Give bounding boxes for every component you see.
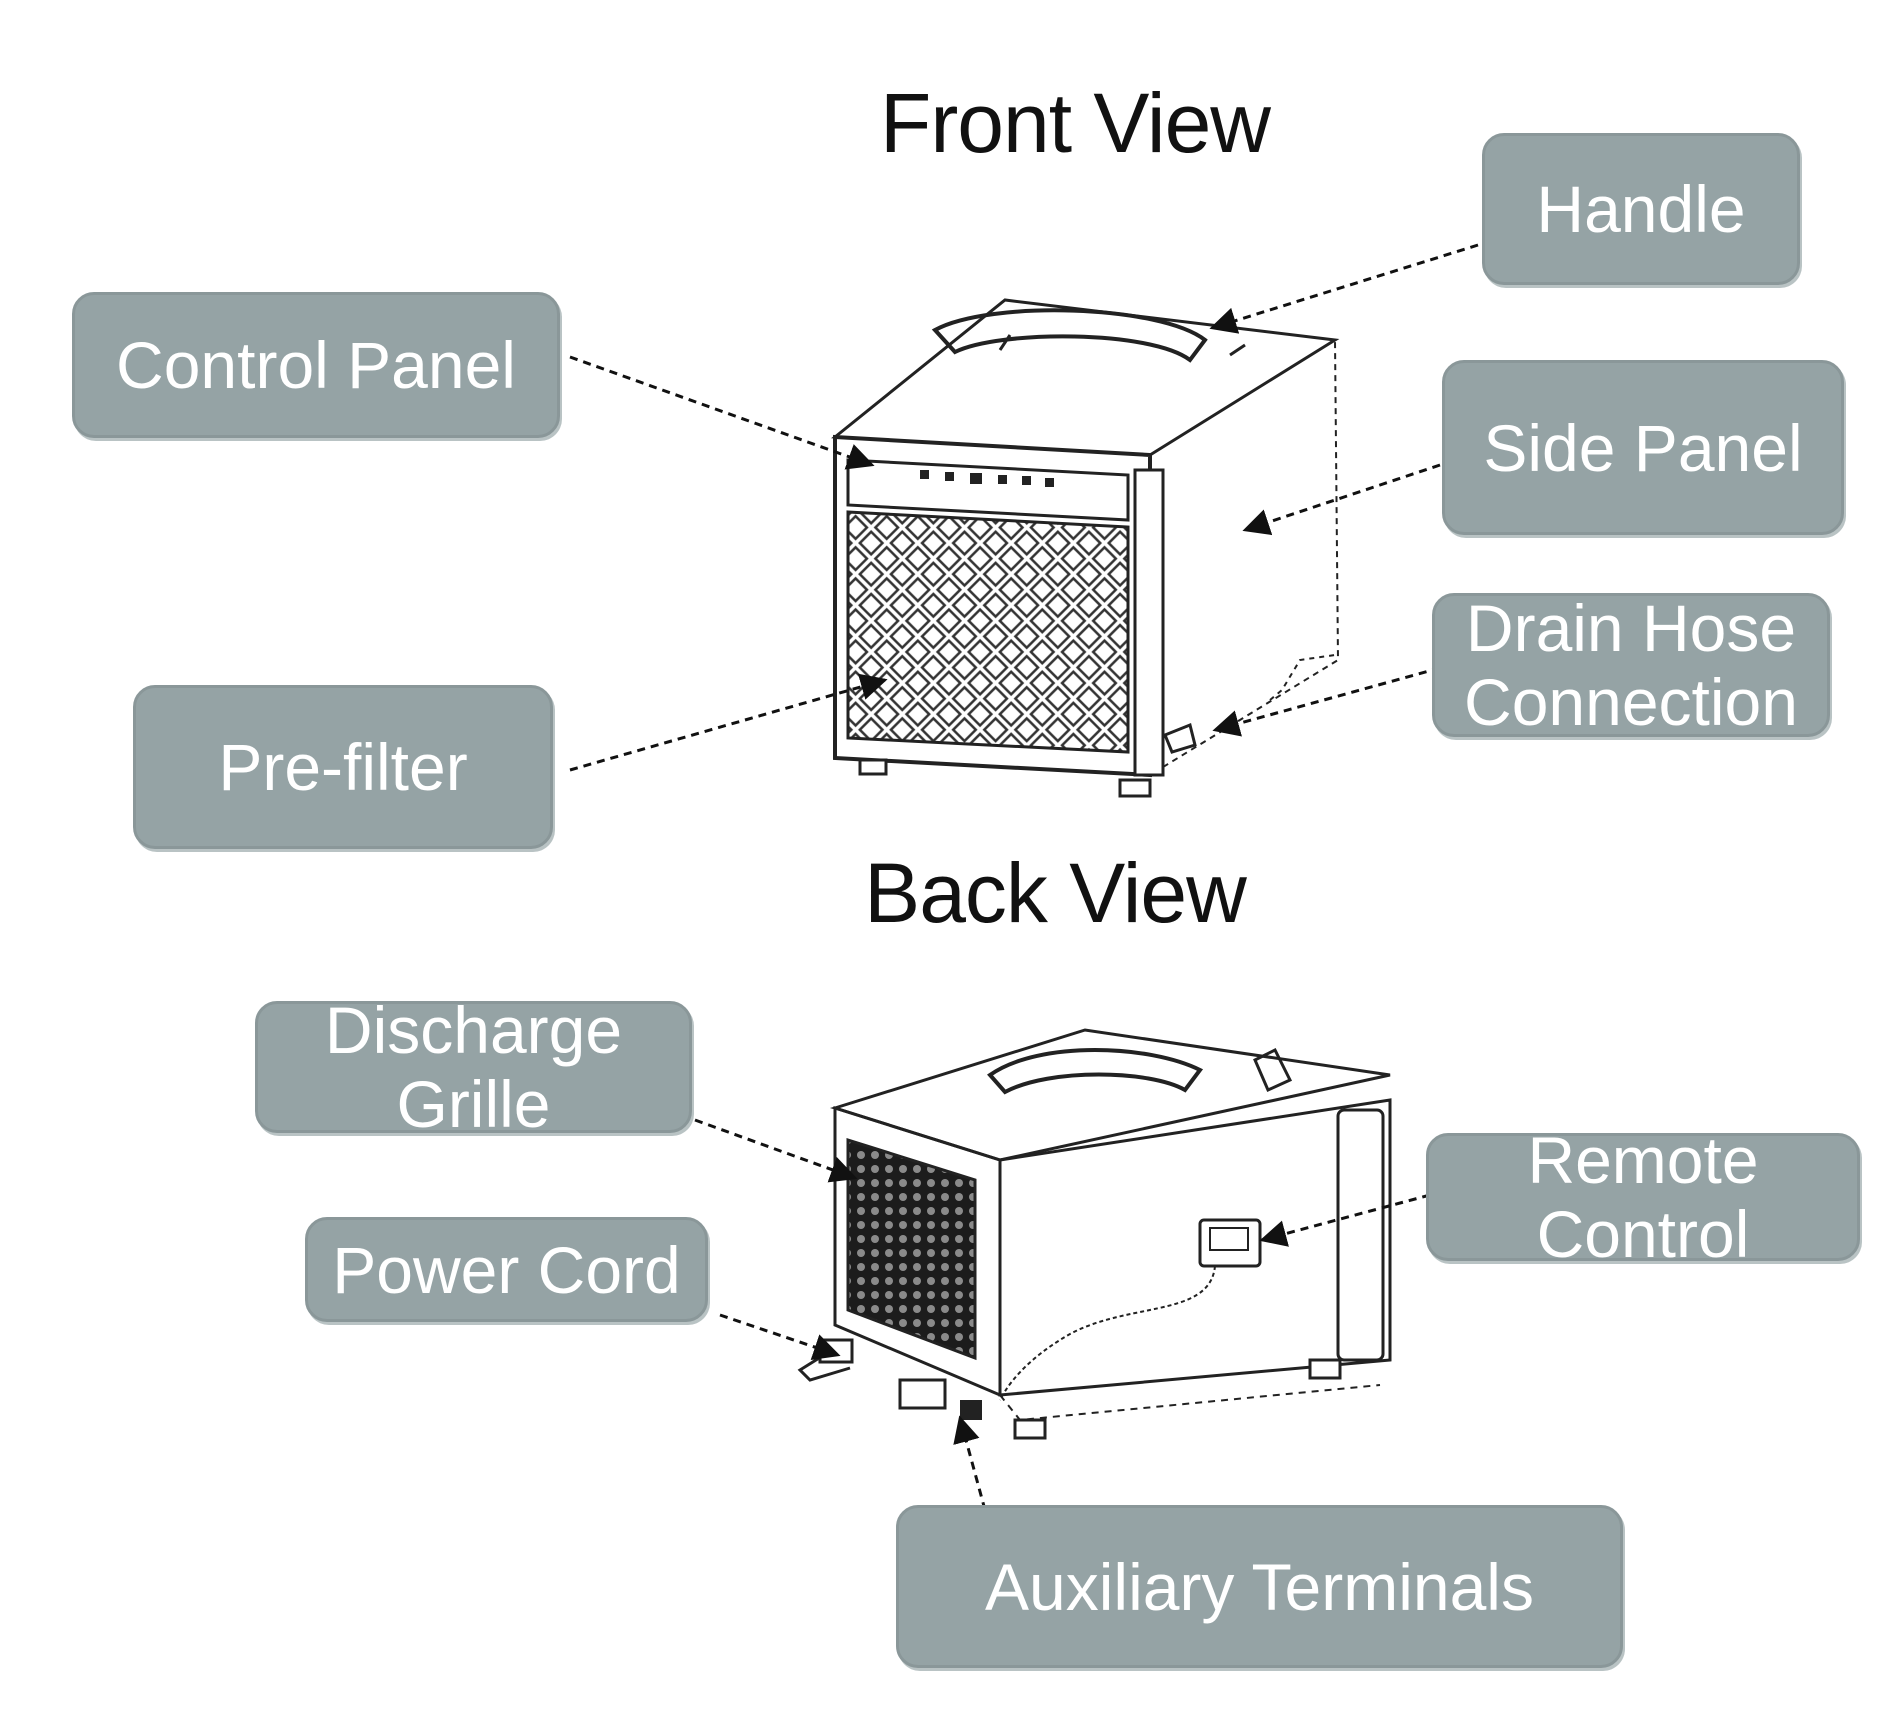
label-pre-filter: Pre-filter (218, 730, 468, 804)
leader-pre-filter (569, 673, 888, 772)
leader-control-panel (569, 355, 875, 470)
label-power-cord: Power Cord (332, 1232, 681, 1307)
callout-power-cord: Power Cord (305, 1217, 708, 1322)
back-discharge-grille (846, 1137, 977, 1361)
label-side-panel: Side Panel (1483, 410, 1803, 485)
front-pre-filter-mesh (846, 510, 1130, 754)
label-handle: Handle (1536, 172, 1746, 246)
callout-control-panel: Control Panel (72, 292, 560, 438)
label-drain-hose-line2: Connection (1464, 665, 1798, 739)
callout-side-panel: Side Panel (1442, 360, 1844, 535)
callout-drain-hose: Drain Hose Connection (1432, 591, 1830, 739)
front-view-title: Front View (880, 76, 1271, 170)
front-top-face (831, 298, 1340, 457)
label-discharge-grille-line2: Grille (396, 1067, 551, 1141)
leader-discharge-grille (694, 1118, 858, 1183)
callout-discharge-grille: Discharge Grille (255, 993, 692, 1141)
label-control-panel: Control Panel (116, 328, 516, 402)
callout-handle: Handle (1482, 133, 1800, 285)
leader-auxiliary-terminals (953, 1415, 987, 1511)
leader-lines (569, 243, 1479, 1511)
leader-power-cord (719, 1313, 841, 1360)
label-drain-hose-line1: Drain Hose (1465, 591, 1797, 665)
label-auxiliary-terminals: Auxiliary Terminals (985, 1549, 1534, 1624)
label-remote-control-line1: Remote (1527, 1123, 1759, 1197)
callout-pre-filter: Pre-filter (133, 685, 553, 849)
back-unit-drawing (797, 1028, 1392, 1440)
front-control-strip (846, 458, 1130, 522)
back-long-side (998, 1098, 1392, 1397)
leader-side-panel (1242, 463, 1441, 536)
front-frame-right-post (1133, 468, 1165, 777)
leader-drain-hose (1212, 666, 1441, 737)
label-remote-control-line2: Control (1536, 1197, 1750, 1271)
leader-handle (1209, 243, 1479, 334)
callout-auxiliary-terminals: Auxiliary Terminals (896, 1505, 1623, 1668)
front-side-face (1149, 338, 1340, 777)
leader-remote-control (1259, 1193, 1431, 1247)
callout-remote-control: Remote Control (1426, 1123, 1860, 1271)
front-unit-drawing (831, 298, 1340, 798)
back-view-title: Back View (864, 846, 1247, 940)
front-handle-shape (931, 308, 1208, 363)
label-discharge-grille-line1: Discharge (324, 993, 623, 1067)
